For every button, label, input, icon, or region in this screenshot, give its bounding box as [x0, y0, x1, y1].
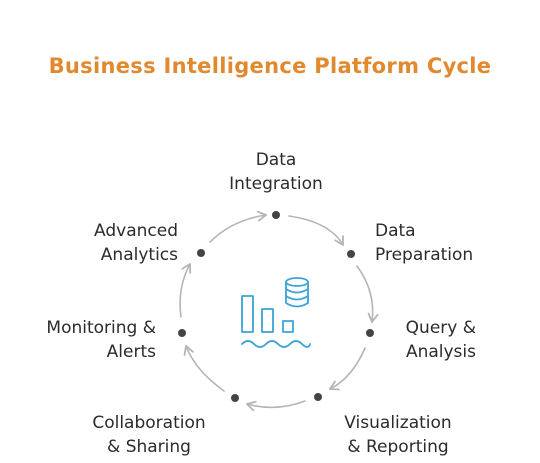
diagram-title: Business Intelligence Platform Cycle	[48, 54, 492, 78]
arc-integration-to-preparation	[288, 215, 344, 246]
wave-icon	[241, 340, 311, 348]
node-collaboration-sharing	[231, 394, 239, 402]
bar-icon-medium	[261, 308, 274, 333]
cycle-ring	[179, 210, 379, 412]
arc-visualization-to-collaboration	[246, 400, 306, 412]
node-query-analysis	[366, 329, 374, 337]
node-monitoring-alerts	[178, 329, 186, 337]
node-data-preparation	[347, 250, 355, 258]
bar-icon-tall	[241, 295, 254, 333]
arc-query-to-visualization	[329, 347, 366, 391]
arc-collaboration-to-monitoring	[183, 345, 225, 392]
node-visualization-reporting	[314, 393, 322, 401]
stage-query-analysis: Query & Analysis	[405, 318, 476, 362]
cycle-nodes	[178, 211, 374, 402]
stage-monitoring-alerts: Monitoring & Alerts	[46, 318, 156, 362]
bar-icon-short	[282, 320, 294, 333]
stage-advanced-analytics: Advanced Analytics	[94, 221, 178, 265]
arc-preparation-to-query	[356, 265, 379, 323]
arc-analytics-to-integration	[209, 210, 267, 243]
stage-data-integration: Data Integration	[229, 150, 323, 194]
bar-chart-database-icon	[241, 277, 311, 348]
node-advanced-analytics	[197, 249, 205, 257]
arc-monitoring-to-analytics	[179, 263, 192, 318]
stage-collaboration-sharing: Collaboration & Sharing	[92, 413, 206, 457]
stage-visualization-reporting: Visualization & Reporting	[344, 413, 452, 457]
stage-data-preparation: Data Preparation	[375, 221, 474, 265]
node-data-integration	[272, 211, 280, 219]
database-icon	[285, 277, 309, 308]
